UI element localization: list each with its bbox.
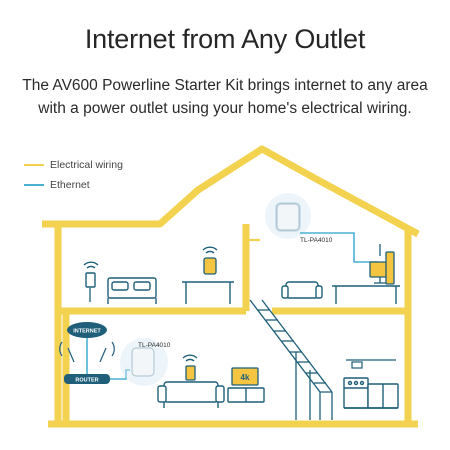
legend-item-electrical: Electrical wiring <box>24 155 123 175</box>
smart-speaker-icon <box>203 257 217 275</box>
legend: Electrical wiring Ethernet <box>24 155 123 195</box>
wifi-icon-upstairs-left <box>83 261 99 269</box>
page-subtitle: The AV600 Powerline Starter Kit brings i… <box>0 74 450 120</box>
phone-icon-upstairs <box>85 272 96 288</box>
adapter-label-downstairs: TL-PA4010 <box>138 342 171 349</box>
legend-item-ethernet: Ethernet <box>24 175 123 195</box>
tv-stand-icon <box>227 387 265 403</box>
cloud-label: INTERNET <box>73 329 101 335</box>
ethernet-swatch <box>24 184 44 186</box>
house-outline <box>42 145 420 428</box>
ethernet-line-upstairs <box>300 232 378 263</box>
tv-label: 4k <box>241 373 250 382</box>
computer-icon <box>369 251 395 285</box>
bed-icon <box>107 277 157 304</box>
legend-label-ethernet: Ethernet <box>50 179 90 191</box>
electrical-wiring-swatch <box>24 164 44 166</box>
adapter-label-upstairs: TL-PA4010 <box>300 237 333 244</box>
sofa-icon-downstairs <box>157 381 225 408</box>
page-title: Internet from Any Outlet <box>84 24 366 54</box>
legend-label-electrical: Electrical wiring <box>50 159 123 171</box>
internet-cloud-icon: INTERNET <box>67 322 107 338</box>
sofa-icon-upstairs <box>281 281 323 299</box>
phone-icon-downstairs <box>185 365 196 381</box>
desk-icon <box>332 285 400 304</box>
wifi-icon-downstairs <box>182 354 198 362</box>
subtitle-line-2: with a power outlet using your home's el… <box>38 100 412 117</box>
powerline-adapter-downstairs <box>131 347 155 377</box>
router-icon: ROUTER <box>64 374 110 384</box>
router-antenna-icons <box>59 341 115 363</box>
kitchen-icon <box>343 377 399 409</box>
staircase <box>249 299 333 420</box>
wifi-icon-upstairs-middle <box>202 246 218 254</box>
ethernet-line-router-adapter <box>110 369 130 380</box>
kitchen-cabinet-icon <box>346 359 396 369</box>
router-label: ROUTER <box>75 378 98 384</box>
tv-icon: 4k <box>231 367 259 386</box>
side-table-icon <box>182 281 234 304</box>
subtitle-line-1: The AV600 Powerline Starter Kit brings i… <box>22 77 428 94</box>
